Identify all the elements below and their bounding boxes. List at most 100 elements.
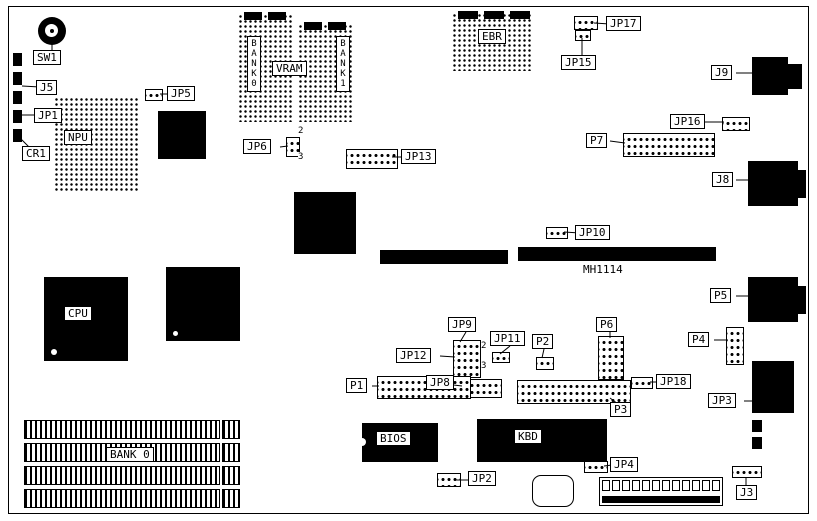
jp6-header bbox=[286, 137, 300, 157]
label-jp9: JP9 bbox=[448, 317, 476, 332]
jp18-header bbox=[631, 377, 653, 389]
label-jp8: JP8 bbox=[426, 375, 454, 390]
j3-header bbox=[732, 466, 762, 478]
label-vram-bank1: BANK1 bbox=[336, 36, 350, 92]
expansion-slot bbox=[380, 250, 508, 264]
label-jp3: JP3 bbox=[708, 393, 736, 408]
label-j9: J9 bbox=[711, 65, 733, 80]
label-jp17: JP17 bbox=[606, 16, 641, 31]
memory-row-chip bbox=[222, 466, 240, 485]
jp2-header bbox=[437, 473, 461, 487]
label-jp5: JP5 bbox=[167, 86, 195, 101]
label-jp13: JP13 bbox=[401, 149, 436, 164]
label-sw1: SW1 bbox=[33, 50, 61, 65]
label-jp18: JP18 bbox=[656, 374, 691, 389]
socket-key bbox=[458, 11, 478, 19]
label-p2: P2 bbox=[532, 334, 554, 349]
sw1-buzzer-core bbox=[50, 29, 54, 33]
dip-cell bbox=[702, 480, 710, 491]
jp5-header bbox=[145, 89, 163, 101]
dip-cell bbox=[612, 480, 620, 491]
memory-row bbox=[24, 489, 220, 508]
dip-cell bbox=[642, 480, 650, 491]
label-p7: P7 bbox=[586, 133, 608, 148]
p6-connector bbox=[598, 336, 624, 380]
label-jp16: JP16 bbox=[670, 114, 705, 129]
bios-chip-notch bbox=[358, 438, 366, 446]
label-j3: J3 bbox=[736, 485, 758, 500]
jp17-header bbox=[574, 16, 598, 30]
label-jp1: JP1 bbox=[34, 108, 62, 123]
dip-strip-bar bbox=[602, 496, 720, 503]
label-j5: J5 bbox=[36, 80, 58, 95]
socket-key bbox=[510, 11, 530, 19]
label-cr1: CR1 bbox=[22, 146, 50, 161]
label-p3: P3 bbox=[610, 402, 632, 417]
label-bank0: BANK 0 bbox=[106, 447, 154, 462]
cr1-diode bbox=[13, 129, 22, 142]
socket-key bbox=[484, 11, 504, 19]
dip-cell bbox=[692, 480, 700, 491]
jp12-pin2-label: 2 bbox=[481, 341, 487, 351]
label-p6: P6 bbox=[596, 317, 618, 332]
memory-row-chip bbox=[222, 489, 240, 508]
label-vram-bank0: BANK0 bbox=[247, 36, 261, 92]
label-vram: VRAM bbox=[272, 61, 307, 76]
label-jp15: JP15 bbox=[561, 55, 596, 70]
memory-row bbox=[24, 420, 220, 439]
label-jp6: JP6 bbox=[243, 139, 271, 154]
dip-cell bbox=[682, 480, 690, 491]
dip-cell bbox=[652, 480, 660, 491]
jp6-pin3-label: 3 bbox=[298, 152, 304, 162]
j9-connector-tab bbox=[788, 64, 802, 89]
edge-component bbox=[13, 91, 22, 104]
dip-cell bbox=[622, 480, 630, 491]
edge-component bbox=[13, 72, 22, 85]
label-cpu: CPU bbox=[64, 306, 92, 321]
crystal-component bbox=[532, 475, 574, 507]
label-p5: P5 bbox=[710, 288, 732, 303]
jp4-header bbox=[584, 461, 608, 473]
memory-row-chip bbox=[222, 420, 240, 439]
dip-cell bbox=[602, 480, 610, 491]
jp16-header bbox=[722, 117, 750, 131]
expansion-slot bbox=[518, 247, 716, 261]
memory-row-chip bbox=[222, 443, 240, 462]
label-jp10: JP10 bbox=[575, 225, 610, 240]
jp12-jp9-header bbox=[453, 340, 481, 378]
jp11-header bbox=[492, 352, 510, 363]
socket-key bbox=[328, 22, 346, 30]
p2-connector bbox=[536, 357, 554, 370]
edge-component bbox=[752, 420, 762, 432]
label-bios: BIOS bbox=[376, 431, 411, 446]
edge-component bbox=[13, 110, 22, 123]
label-jp2: JP2 bbox=[468, 471, 496, 486]
jp15-header bbox=[575, 30, 591, 41]
qfp-chip bbox=[166, 267, 240, 341]
label-jp11: JP11 bbox=[490, 331, 525, 346]
board-outline bbox=[8, 6, 809, 514]
jp3-connector bbox=[752, 361, 794, 413]
qfp-chip bbox=[294, 192, 356, 254]
edge-component bbox=[13, 53, 22, 66]
label-j8: J8 bbox=[712, 172, 734, 187]
kbd-chip bbox=[477, 419, 607, 462]
jp13-header bbox=[346, 149, 398, 169]
label-mh1114: MH1114 bbox=[583, 263, 623, 276]
label-p1: P1 bbox=[346, 378, 368, 393]
socket-key bbox=[244, 12, 262, 20]
dip-connector-strip bbox=[599, 477, 723, 506]
socket-key bbox=[304, 22, 322, 30]
p7-connector bbox=[623, 133, 715, 157]
chip-pin1-dot bbox=[173, 331, 178, 336]
label-jp12: JP12 bbox=[396, 348, 431, 363]
label-ebr: EBR bbox=[478, 29, 506, 44]
j8-connector-tab bbox=[798, 170, 806, 198]
label-npu: NPU bbox=[64, 130, 92, 145]
jp6-pin2-label: 2 bbox=[298, 126, 304, 136]
label-p4: P4 bbox=[688, 332, 710, 347]
j9-connector bbox=[752, 57, 788, 95]
cpu-pin1-dot bbox=[51, 349, 57, 355]
p5-connector-tab bbox=[798, 286, 806, 314]
